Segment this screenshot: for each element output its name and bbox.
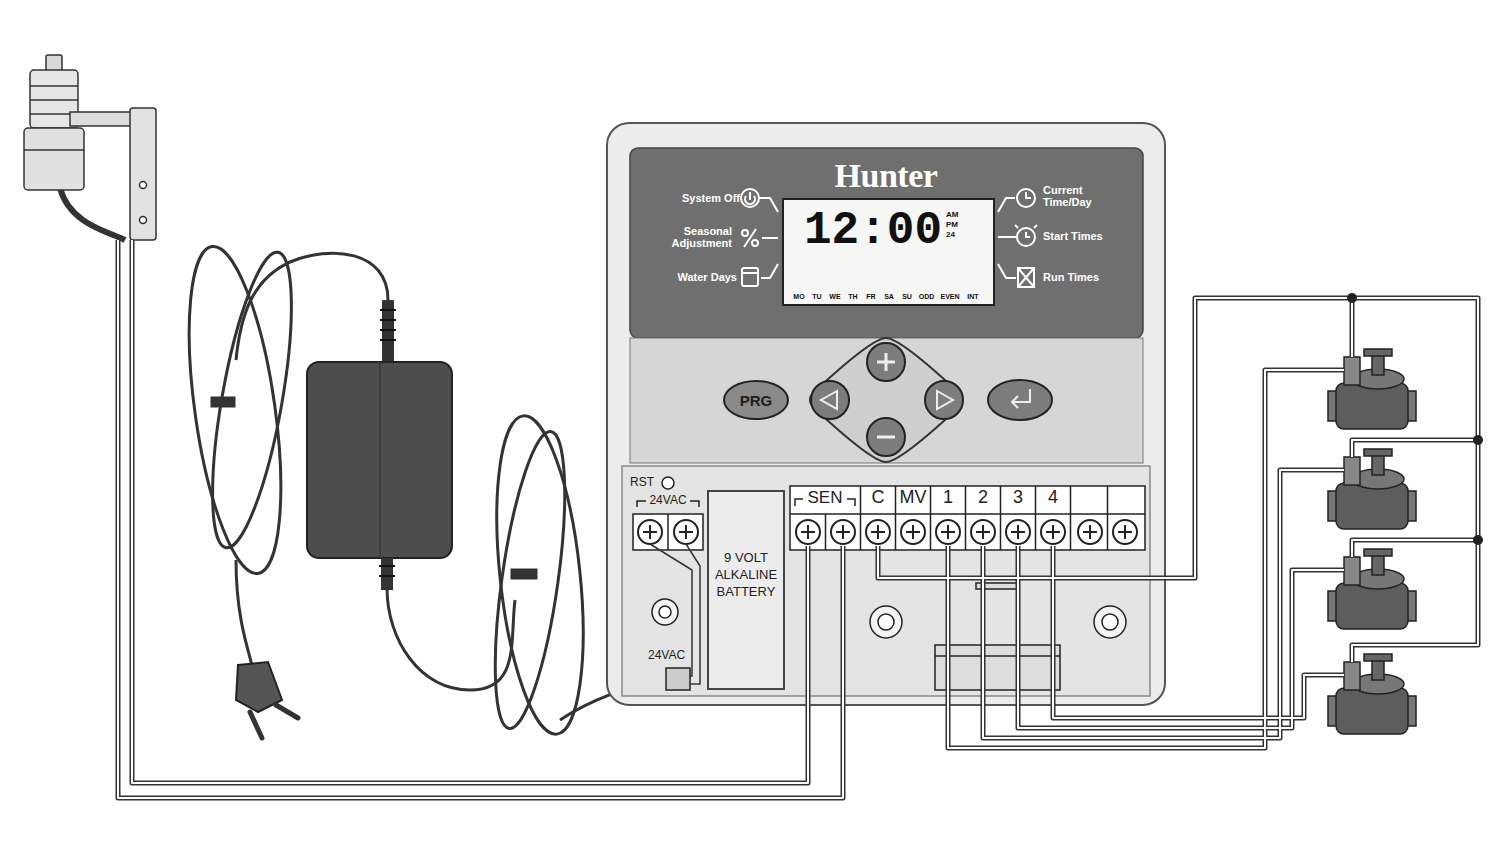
day-indicator: MO [790, 293, 808, 301]
day-indicator: INT [963, 293, 983, 301]
time-indicator: AM [946, 210, 962, 220]
day-indicator: WE [826, 293, 844, 301]
terminal-label: SEN [790, 488, 860, 508]
node-text: 9 VOLT ALKALINE BATTERY [711, 550, 781, 601]
button-pad [810, 338, 1052, 462]
rain-sensor [24, 55, 156, 240]
controller-housing [607, 123, 1165, 705]
day-indicator: TU [808, 293, 826, 301]
lcd-display: 12:00 [782, 198, 995, 306]
program-button: PRG [723, 380, 789, 420]
terminal-label: 4 [1035, 487, 1071, 509]
terminal-label: 1 [930, 487, 966, 509]
function-label: Current Time/Day [1043, 184, 1113, 208]
time-indicator: PM [946, 220, 962, 230]
time-indicator: 24 [946, 230, 962, 240]
day-indicator: ODD [916, 293, 937, 301]
terminal-label: 2 [965, 487, 1001, 509]
terminal-label: 24VAC [648, 493, 688, 507]
node-text: PRG [740, 393, 773, 408]
terminal-label: RST [630, 475, 660, 489]
terminal-label: 3 [1000, 487, 1036, 509]
node-text: 12:00 [804, 208, 942, 254]
day-indicator: SA [880, 293, 898, 301]
terminal-block [633, 477, 1145, 690]
day-indicator: SU [898, 293, 916, 301]
port-label: 24VAC [648, 648, 690, 662]
terminal-label: C [860, 487, 896, 509]
day-indicator: TH [844, 293, 862, 301]
day-indicator: EVEN [938, 293, 962, 301]
day-indicator: FR [862, 293, 880, 301]
power-transformer [172, 241, 666, 738]
function-label: Start Times [1043, 230, 1133, 243]
battery-compartment: 9 VOLT ALKALINE BATTERY [707, 490, 785, 690]
function-label: System Off [652, 192, 740, 205]
function-label: Seasonal Adjustment [652, 225, 732, 249]
function-label: Run Times [1043, 271, 1133, 284]
field-wires [118, 240, 1483, 798]
controller-face: Hunter 12:00PRG 9 VOLT ALKALINE BATTERY [607, 123, 1165, 705]
terminal-label: MV [895, 487, 931, 509]
function-label: Water Days [652, 271, 737, 284]
node-text: Hunter [835, 159, 938, 193]
